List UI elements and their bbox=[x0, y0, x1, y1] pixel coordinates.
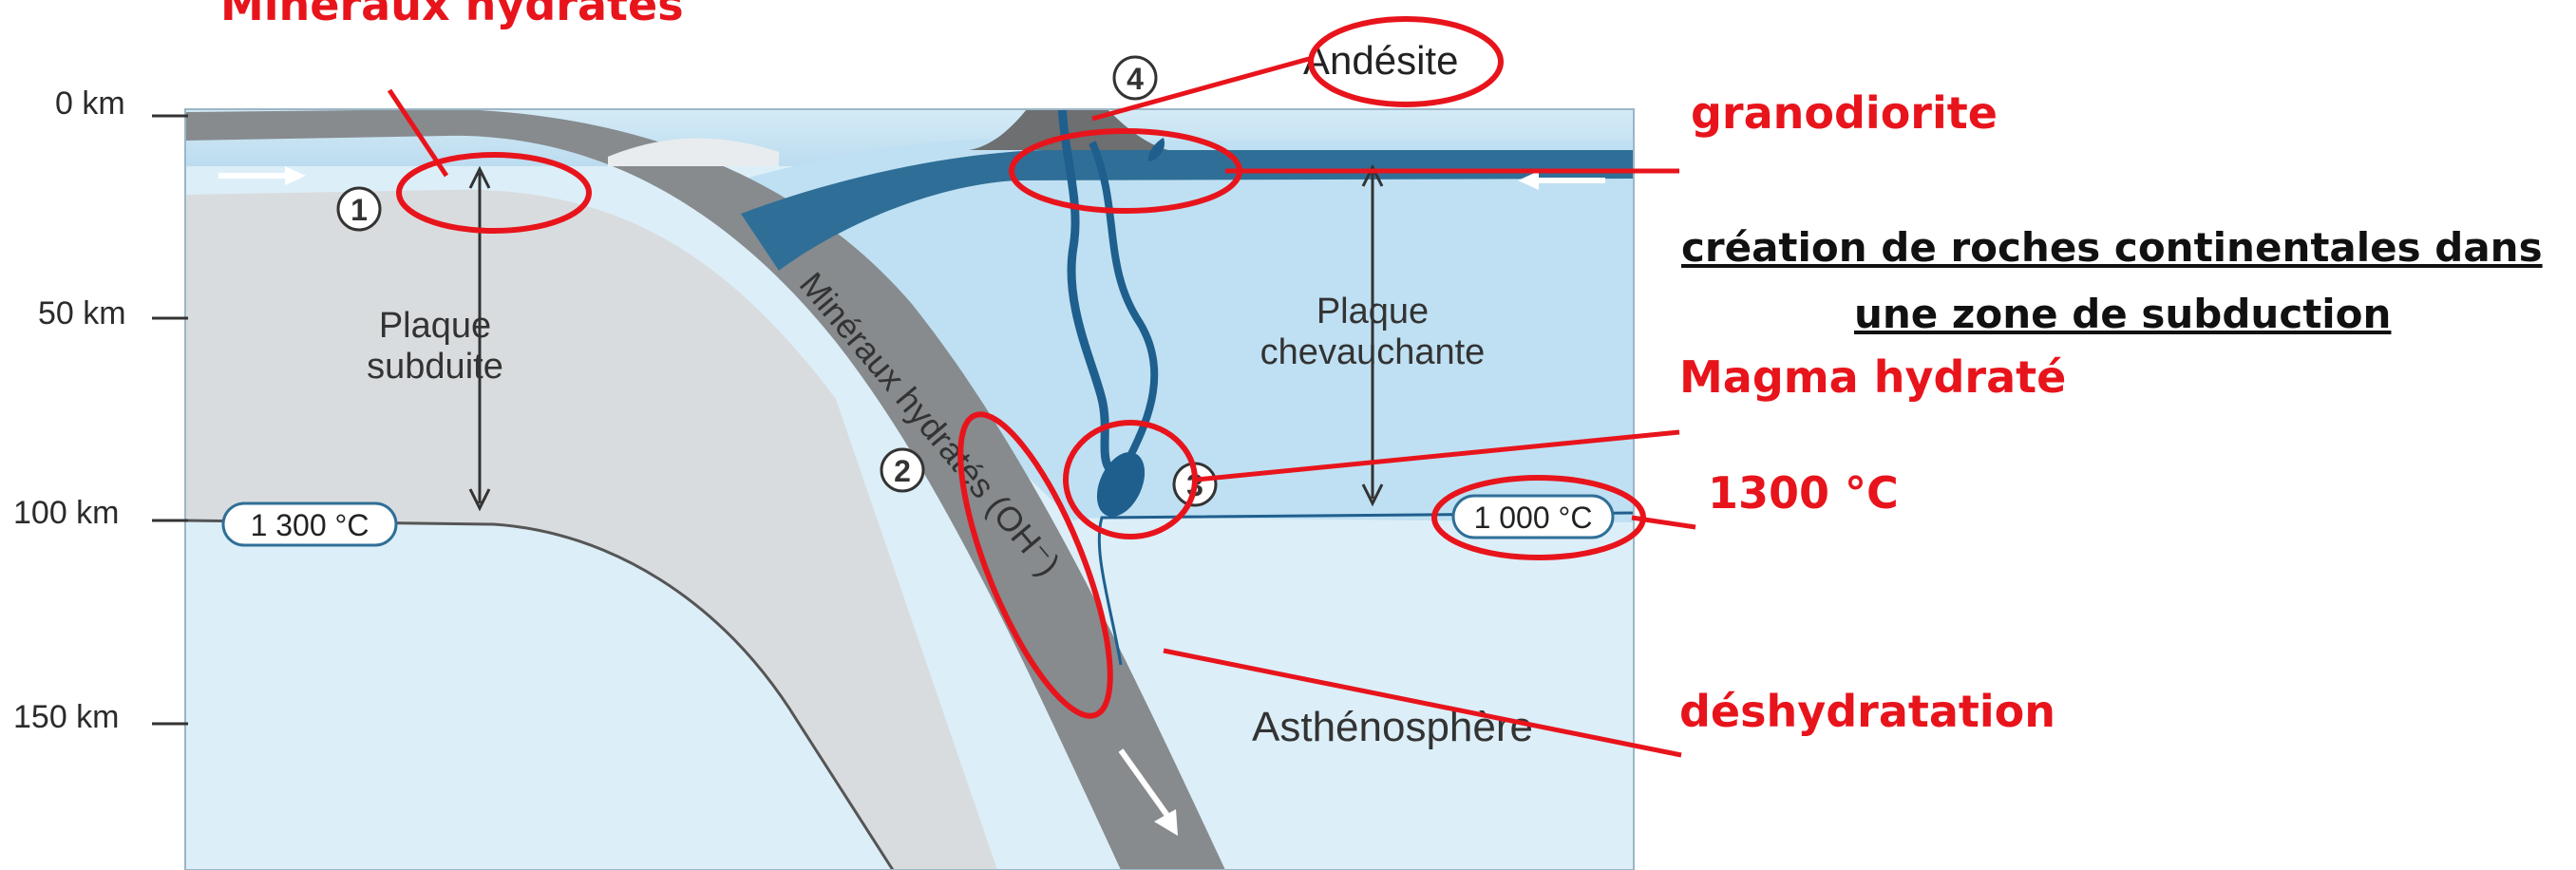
temp-left-label: 1 300 °C bbox=[251, 508, 369, 542]
depth-label-100km: 100 km bbox=[13, 497, 120, 529]
annotation-hydrated-minerals: Minéraux hydratés bbox=[220, 0, 684, 27]
overriding-plate-label-1: Plaque bbox=[1316, 292, 1429, 331]
step-number-4: 4 bbox=[1127, 62, 1144, 96]
annotation-magma: Magma hydraté bbox=[1679, 355, 2066, 399]
temp-right-label: 1 000 °C bbox=[1474, 501, 1593, 535]
title-line-1: création de roches continentales dans bbox=[1681, 228, 2543, 268]
title-line-2: une zone de subduction bbox=[1854, 294, 2391, 334]
volcano-plume bbox=[1026, 10, 1086, 66]
annotation-temperature: 1300 °C bbox=[1708, 471, 1899, 515]
depth-label-0km: 0 km bbox=[55, 87, 125, 120]
subducted-plate-label-2: subduite bbox=[367, 347, 503, 387]
step-number-2: 2 bbox=[894, 454, 911, 488]
annotation-granodiorite: granodiorite bbox=[1691, 91, 1998, 135]
subducted-plate-label-1: Plaque bbox=[379, 306, 491, 346]
depth-label-150km: 150 km bbox=[13, 701, 120, 733]
asthenosphere-label: Asthénosphère bbox=[1252, 704, 1533, 750]
annotation-dehydration: déshydratation bbox=[1679, 690, 2055, 733]
overriding-plate-label-2: chevauchante bbox=[1260, 332, 1486, 372]
step-number-1: 1 bbox=[350, 193, 368, 227]
depth-label-50km: 50 km bbox=[38, 297, 126, 330]
andesite-label: Andésite bbox=[1303, 38, 1458, 83]
